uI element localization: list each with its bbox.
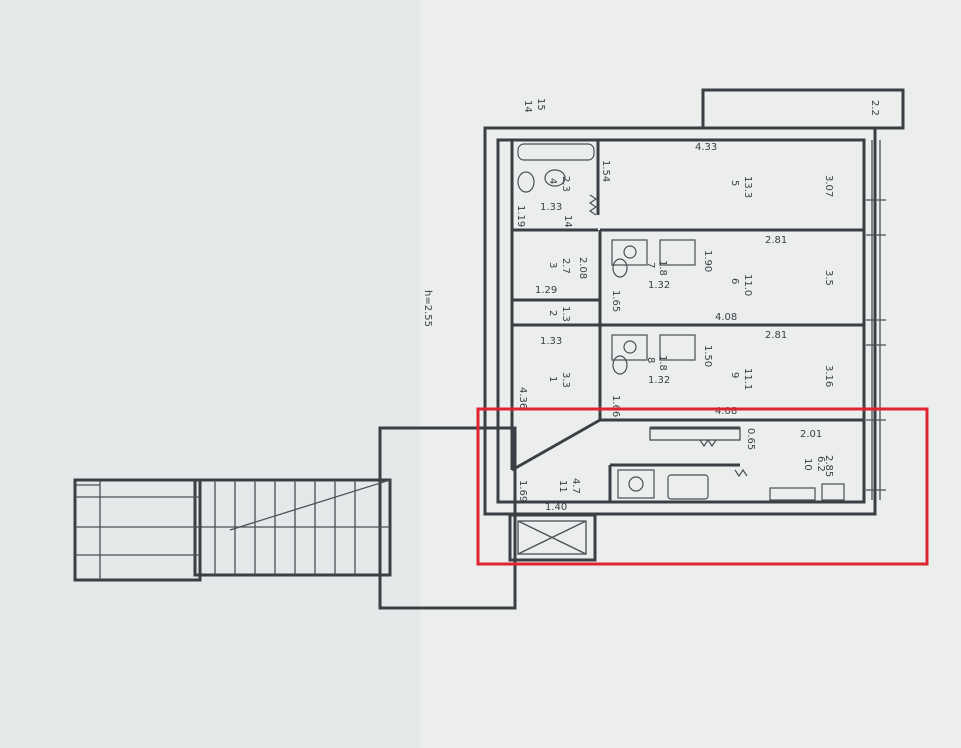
room-number-label: 9 bbox=[729, 372, 740, 378]
door-marks bbox=[588, 194, 748, 478]
room-area-label: 2.3 bbox=[560, 176, 571, 192]
dim-label: 1.90 bbox=[702, 250, 713, 272]
dim-label: 14 bbox=[562, 215, 573, 228]
partitions bbox=[510, 140, 864, 502]
dim-label: 3.07 bbox=[823, 175, 834, 197]
flat-area-label: 15 bbox=[535, 98, 546, 111]
room-area-label: 1.8 bbox=[657, 355, 668, 371]
dim-label: 1.65 bbox=[610, 290, 621, 312]
room-number-label: 11 bbox=[557, 480, 568, 493]
room-number-label: 1 bbox=[547, 376, 558, 382]
dim-label: 1.33 bbox=[540, 202, 562, 213]
dim-label: 1.54 bbox=[600, 160, 611, 182]
dim-label: 1.33 bbox=[540, 336, 562, 347]
apartment-outer-wall bbox=[483, 126, 877, 516]
room-area-label: 11.0 bbox=[742, 274, 753, 296]
dim-label: 1.40 bbox=[545, 502, 567, 513]
dim-label: 2.2 bbox=[869, 100, 880, 116]
landing-block bbox=[73, 478, 202, 582]
vent-shaft bbox=[508, 513, 597, 562]
room-area-label: 3.3 bbox=[560, 372, 571, 388]
dim-label: 1.69 bbox=[517, 480, 528, 502]
room-area-label: 6.2 bbox=[815, 456, 826, 472]
dim-label: 2.01 bbox=[800, 429, 822, 440]
dim-label: 2.81 bbox=[765, 235, 787, 246]
stair-treads bbox=[75, 480, 356, 575]
dim-label: 1.66 bbox=[610, 395, 621, 417]
apartment-inner-wall bbox=[496, 138, 866, 504]
paper-shadow bbox=[0, 0, 420, 748]
room-number-label: 4 bbox=[547, 178, 558, 184]
dim-label: 4.08 bbox=[715, 312, 737, 323]
dim-label: 4.36 bbox=[517, 387, 528, 409]
room-number-label: 5 bbox=[729, 180, 740, 186]
room-number-label: 2 bbox=[547, 310, 558, 316]
room-number-label: 8 bbox=[645, 357, 656, 363]
dim-label: 1.50 bbox=[702, 345, 713, 367]
bathroom-fixtures bbox=[517, 143, 845, 501]
dim-label: 1.19 bbox=[515, 205, 526, 227]
room-area-label: 11.1 bbox=[742, 368, 753, 390]
room-area-label: 1.8 bbox=[657, 260, 668, 276]
dim-label: 2.81 bbox=[765, 330, 787, 341]
room-area-label: 4.7 bbox=[570, 478, 581, 494]
dim-label: 4.08 bbox=[715, 406, 737, 417]
room-number-label: 10 bbox=[802, 458, 813, 471]
dim-label: 2.08 bbox=[577, 257, 588, 279]
room-number-label: 3 bbox=[547, 262, 558, 268]
dim-label: 1.32 bbox=[648, 280, 670, 291]
room-area-label: 2.7 bbox=[560, 258, 571, 274]
ceiling-height-label: h=2.55 bbox=[422, 290, 433, 327]
room-number-label: 6 bbox=[729, 278, 740, 284]
room-number-label: 7 bbox=[645, 262, 656, 268]
window-strip bbox=[866, 140, 886, 500]
dim-label: 3.16 bbox=[823, 365, 834, 387]
flat-number-label: 14 bbox=[522, 100, 533, 113]
room-area-label: 13.3 bbox=[742, 176, 753, 198]
room-area-label: 1.3 bbox=[560, 306, 571, 322]
dim-label: 4.33 bbox=[695, 142, 717, 153]
dim-label: 1.32 bbox=[648, 375, 670, 386]
dim-label: 2.85 bbox=[823, 455, 834, 477]
highlight-frame bbox=[476, 407, 929, 566]
dim-label: 1.29 bbox=[535, 285, 557, 296]
dim-label: 0.65 bbox=[745, 428, 756, 450]
dim-label: 3.5 bbox=[823, 270, 834, 286]
